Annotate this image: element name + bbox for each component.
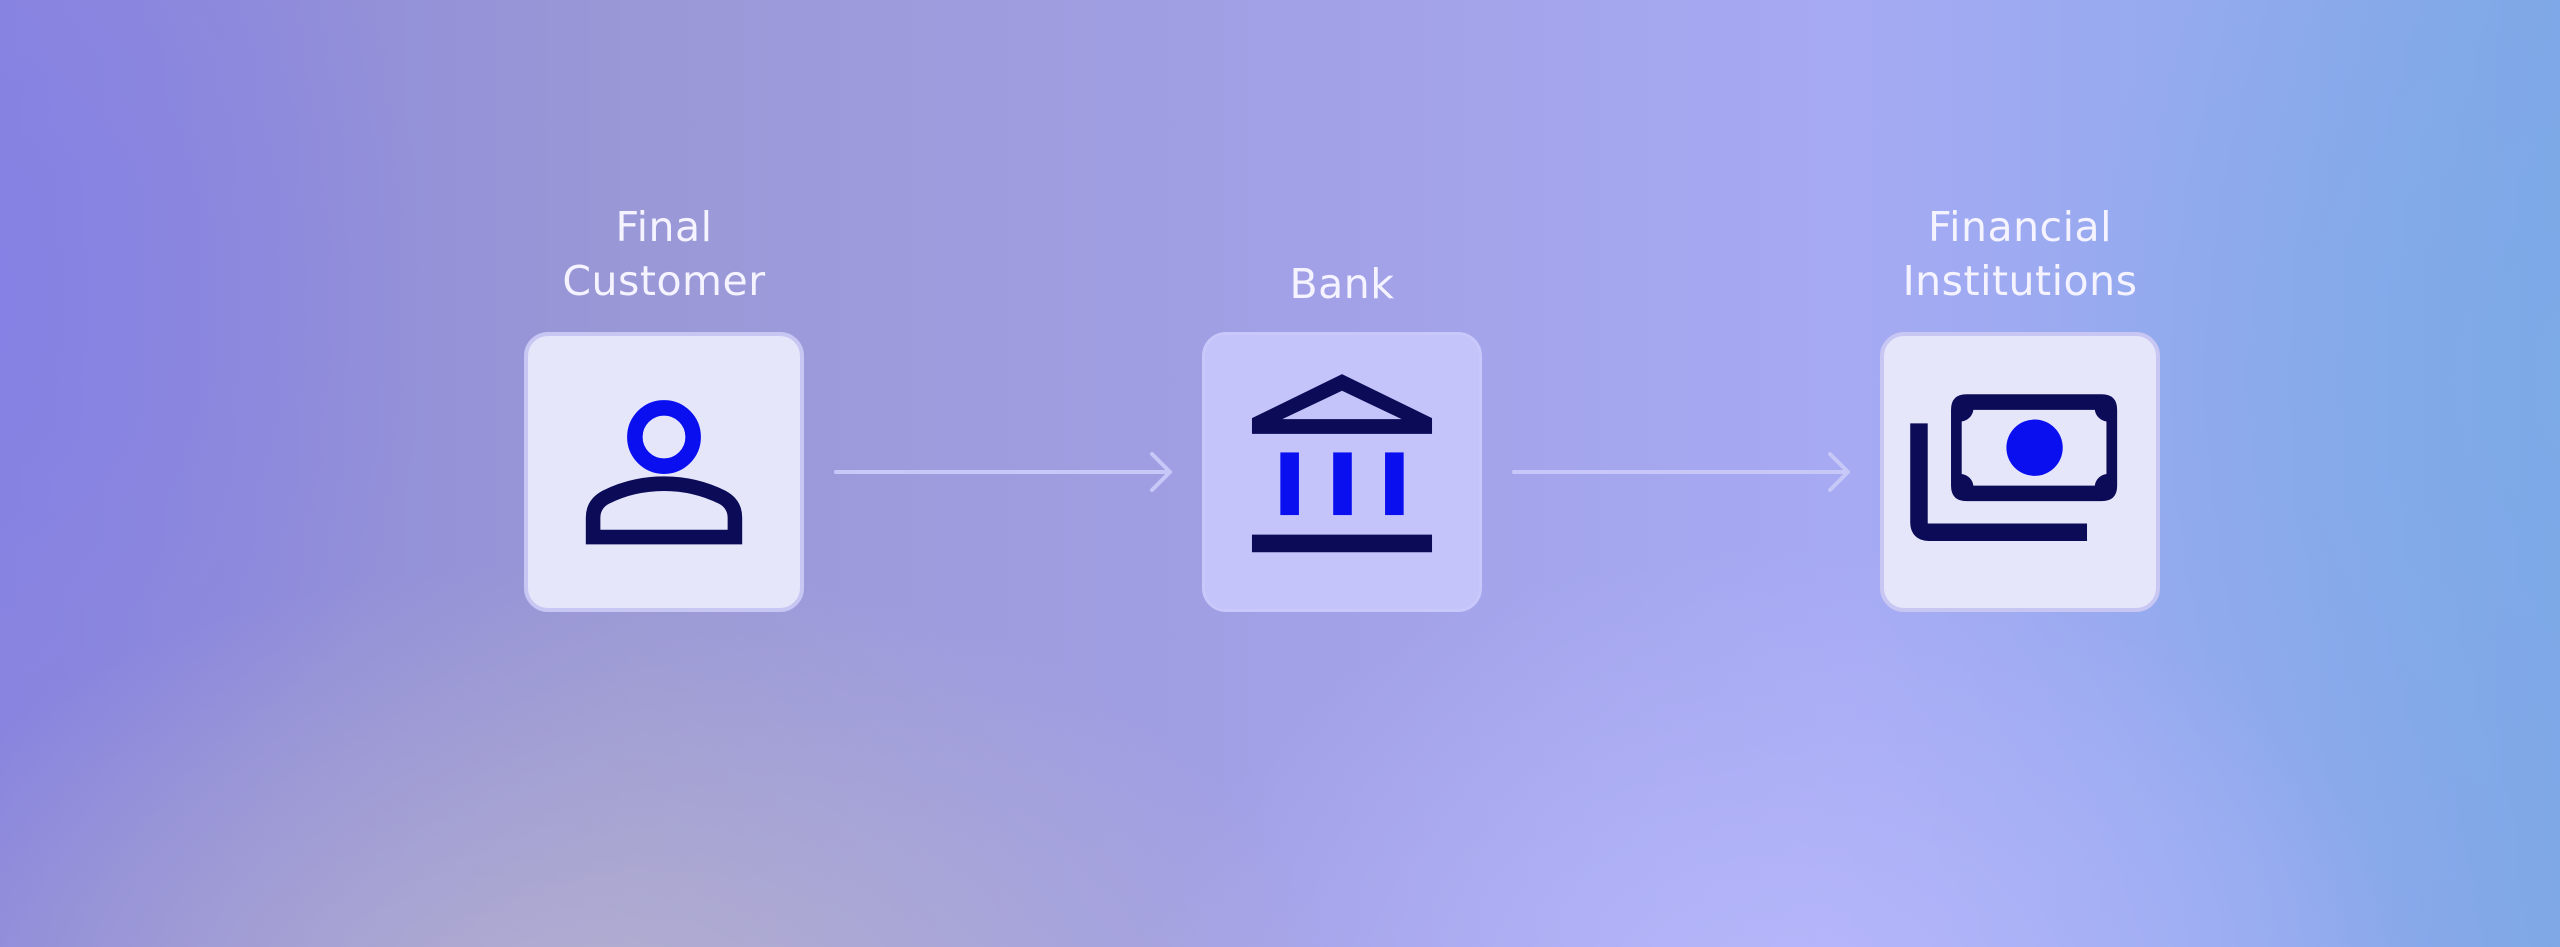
- bank-icon: [1251, 374, 1433, 553]
- final-customer-label: Final Customer: [524, 200, 804, 308]
- financial-institutions-label-line-2: Institutions: [1902, 257, 2138, 305]
- final-customer-label-line-1: Final: [615, 203, 713, 251]
- financial-institutions-label: Financial Institutions: [1880, 200, 2160, 308]
- final-customer-node: [524, 332, 804, 612]
- flow-arrow-2: [1512, 447, 1854, 497]
- money-icon: [1910, 394, 2118, 541]
- financial-institutions-label-line-1: Financial: [1927, 203, 2113, 251]
- financial-institutions-node: [1880, 332, 2160, 612]
- final-customer-label-line-2: Customer: [562, 257, 766, 305]
- person-icon: [585, 400, 743, 545]
- flow-arrow-1: [834, 447, 1176, 497]
- bank-label: Bank: [1202, 257, 1482, 311]
- bank-label-line-1: Bank: [1289, 260, 1395, 308]
- bank-node: [1202, 332, 1482, 612]
